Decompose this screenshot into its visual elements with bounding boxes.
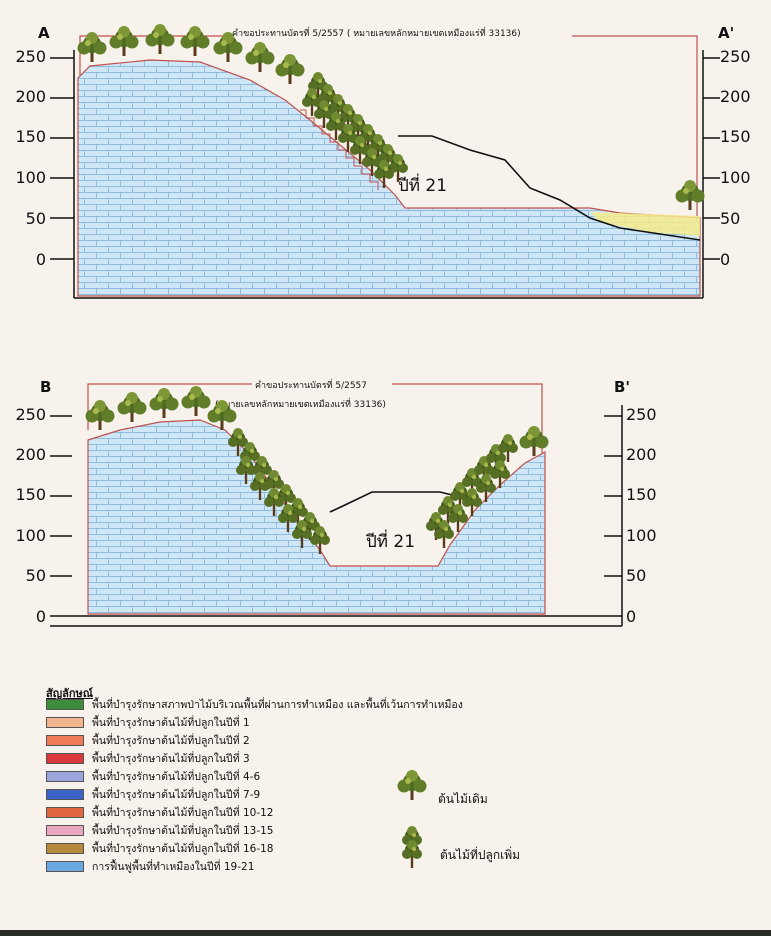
legend-item: พื้นที่บำรุงรักษาต้นไม้ที่ปลูกในปีที่ 16…: [46, 842, 274, 855]
a-yellow-zone: [590, 212, 700, 236]
b-right-tick: 100: [626, 526, 657, 545]
legend-label: พื้นที่บำรุงรักษาต้นไม้ที่ปลูกในปีที่ 4-…: [92, 770, 261, 783]
section-b-boundary-note-2: (หมายเลขหลักหมายเขตเหมืองแร่ที่ 33136): [215, 400, 386, 410]
section-a-right-label: A': [718, 24, 735, 42]
legend-label: พื้นที่บำรุงรักษาต้นไม้ที่ปลูกในปีที่ 3: [92, 752, 250, 765]
a-right-tick-marks: [703, 57, 720, 260]
a-original-tree: [275, 54, 305, 84]
legend-label: พื้นที่บำรุงรักษาต้นไม้ที่ปลูกในปีที่ 1: [92, 716, 250, 729]
b-right-tick: 250: [626, 405, 657, 424]
b-left-tick: 250: [15, 405, 46, 424]
b-original-tree: [519, 426, 549, 456]
legend-original-tree-label: ต้นไม้เดิม: [438, 792, 488, 806]
b-original-tree: [117, 392, 147, 422]
section-b-right-label: B': [614, 378, 631, 396]
b-original-ground: [329, 491, 457, 513]
section-a-year-label: ปีที่ 21: [398, 176, 448, 196]
a-original-tree: [675, 180, 705, 210]
a-original-tree: [180, 26, 210, 56]
legend-label: พื้นที่บำรุงรักษาต้นไม้ที่ปลูกในปีที่ 10…: [92, 806, 274, 819]
a-original-tree: [245, 42, 275, 72]
legend-label: พื้นที่บำรุงรักษาต้นไม้ที่ปลูกในปีที่ 2: [92, 734, 250, 747]
legend-item: พื้นที่บำรุงรักษาต้นไม้ที่ปลูกในปีที่ 13…: [46, 824, 274, 837]
legend-swatch: [46, 698, 84, 710]
legend-label: พื้นที่บำรุงรักษาสภาพป่าไม้บริเวณพื้นที่…: [92, 698, 463, 711]
legend-item: พื้นที่บำรุงรักษาต้นไม้ที่ปลูกในปีที่ 4-…: [46, 770, 261, 783]
a-left-tick: 0: [35, 250, 46, 269]
legend-swatch: [46, 734, 84, 746]
legend-swatch: [46, 788, 84, 800]
a-right-tick: 100: [720, 168, 751, 187]
legend-item: พื้นที่บำรุงรักษาสภาพป่าไม้บริเวณพื้นที่…: [46, 698, 463, 711]
section-b-left-label: B: [40, 378, 52, 396]
section-b-year-label: ปีที่ 21: [366, 532, 416, 552]
a-left-tick: 50: [25, 209, 46, 228]
a-left-tick: 150: [15, 127, 46, 146]
legend-label: พื้นที่บำรุงรักษาต้นไม้ที่ปลูกในปีที่ 7-…: [92, 788, 261, 801]
legend-swatch: [46, 770, 84, 782]
a-original-tree: [109, 26, 139, 56]
b-right-tick-marks: [604, 415, 622, 577]
legend-label: การฟื้นฟูพื้นที่ทำเหมืองในปีที่ 19-21: [92, 860, 255, 873]
section-b-boundary-note: คำขอประทานบัตรที่ 5/2557: [255, 381, 367, 391]
legend-item: พื้นที่บำรุงรักษาต้นไม้ที่ปลูกในปีที่ 3: [46, 752, 250, 765]
b-original-tree: [181, 386, 211, 416]
b-right-tick: 150: [626, 485, 657, 504]
a-left-tick-marks: [50, 57, 74, 260]
section-a-left-label: A: [38, 24, 50, 42]
legend-swatch: [46, 806, 84, 818]
a-right-tick: 150: [720, 127, 751, 146]
a-right-tick: 250: [720, 47, 751, 66]
legend-swatch: [46, 860, 84, 872]
b-right-tick: 50: [626, 566, 647, 585]
a-rehab-area: [77, 59, 701, 297]
b-original-tree: [85, 400, 115, 430]
a-right-tick: 200: [720, 87, 751, 106]
legend-original-tree-icon: [397, 770, 427, 800]
b-rehab-area: [87, 419, 546, 615]
a-bench-steps: [300, 109, 379, 190]
a-right-tick: 0: [720, 250, 731, 269]
b-right-tick: 0: [626, 607, 637, 626]
b-left-tick: 100: [15, 526, 46, 545]
legend-swatch: [46, 716, 84, 728]
legend-item: พื้นที่บำรุงรักษาต้นไม้ที่ปลูกในปีที่ 10…: [46, 806, 274, 819]
legend-item: การฟื้นฟูพื้นที่ทำเหมืองในปีที่ 19-21: [46, 860, 255, 873]
b-original-tree: [149, 388, 179, 418]
legend-swatch: [46, 842, 84, 854]
a-boundary-line: [79, 35, 698, 296]
b-left-tick-marks: [50, 415, 72, 577]
b-left-tick: 0: [35, 607, 46, 626]
legend-item: พื้นที่บำรุงรักษาต้นไม้ที่ปลูกในปีที่ 1: [46, 716, 250, 729]
legend-item: พื้นที่บำรุงรักษาต้นไม้ที่ปลูกในปีที่ 2: [46, 734, 250, 747]
b-left-tick: 200: [15, 445, 46, 464]
legend-item: พื้นที่บำรุงรักษาต้นไม้ที่ปลูกในปีที่ 7-…: [46, 788, 261, 801]
legend-title: สัญลักษณ์: [46, 687, 93, 700]
a-original-tree: [145, 24, 175, 54]
a-original-ground: [398, 135, 701, 241]
legend-swatch: [46, 824, 84, 836]
legend-label: พื้นที่บำรุงรักษาต้นไม้ที่ปลูกในปีที่ 13…: [92, 824, 274, 837]
b-right-tick: 200: [626, 445, 657, 464]
page-bottom-rule: [0, 930, 771, 936]
legend-planted-tree-label: ต้นไม้ที่ปลูกเพิ่ม: [440, 848, 521, 862]
a-left-tick: 100: [15, 168, 46, 187]
a-left-tick: 250: [15, 47, 46, 66]
b-left-tick: 150: [15, 485, 46, 504]
a-right-tick: 50: [720, 209, 741, 228]
legend-swatch: [46, 752, 84, 764]
section-a-boundary-note: คำขอประทานบัตรที่ 5/2557 ( หมายเลขหลักหม…: [232, 29, 521, 39]
b-left-tick: 50: [25, 566, 46, 585]
legend-label: พื้นที่บำรุงรักษาต้นไม้ที่ปลูกในปีที่ 16…: [92, 842, 274, 855]
a-left-tick: 200: [15, 87, 46, 106]
